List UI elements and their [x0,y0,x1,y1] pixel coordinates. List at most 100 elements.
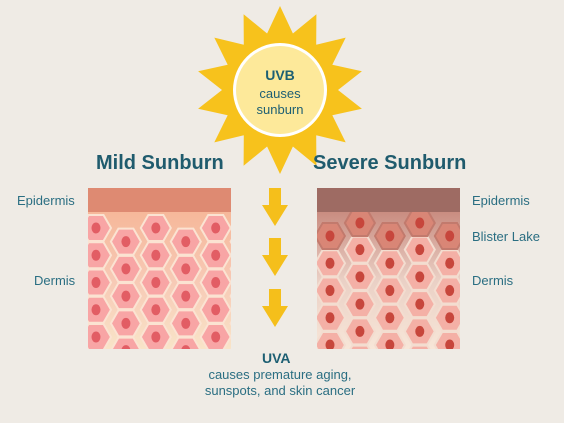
cell-nucleus [211,304,221,316]
cell-nucleus [91,249,101,261]
cell-nucleus [121,236,131,248]
skin-cell [465,346,495,372]
skin-cell [169,227,202,256]
cell-nucleus [151,304,161,316]
cell-nucleus [241,345,250,356]
cell-nucleus [355,325,365,337]
cell-nucleus [91,222,101,234]
skin-cell [343,290,377,319]
cell-nucleus [355,244,365,256]
skin-cell [433,331,460,349]
cell-nucleus [385,284,395,296]
mild-epidermis-label: Epidermis [17,193,75,208]
cell-nucleus [181,317,191,329]
skin-cell [109,227,143,256]
skin-cell [403,262,436,291]
skin-cell [139,295,172,324]
cell-nucleus [415,244,425,256]
cell-nucleus [415,217,425,229]
skin-cell [465,318,495,344]
cell-nucleus [181,345,191,349]
cell-nucleus [475,299,484,310]
skin-cell [373,249,407,278]
cell-nucleus [325,284,335,296]
cell-nucleus [415,380,424,391]
cell-nucleus [241,291,250,302]
cell-nucleus [121,372,130,383]
cell-nucleus [151,249,161,261]
blister-cell [343,212,377,237]
severe-epidermis-label: Epidermis [472,193,530,208]
uva-subtitle-line2: sunspots, and skin cancer [204,383,356,398]
cell-nucleus [121,290,131,302]
skin-cell [435,359,465,385]
sun-icon [198,6,362,174]
skin-cell [141,351,171,377]
mild-epidermis-layer [88,188,231,212]
skin-cell [343,235,377,264]
cell-nucleus [325,257,335,269]
cell-nucleus [355,217,365,229]
cell-nucleus [445,257,455,269]
down-arrow-icon [262,238,288,276]
skin-cell [139,241,172,270]
skin-cell [170,336,202,349]
skin-cell [230,345,250,356]
skin-cell [139,268,172,297]
cell-nucleus [385,230,395,242]
skin-cell [403,235,436,264]
skin-cell [88,295,113,324]
skin-cell [88,214,113,242]
mild-dermis-label: Dermis [34,273,76,288]
skin-cell [433,276,460,305]
cell-nucleus [151,359,160,370]
cell-nucleus [415,298,425,310]
cell-nucleus [151,331,161,343]
skin-cell [199,295,231,324]
skin-cell [465,291,495,317]
cell-nucleus [355,298,365,310]
cell-nucleus [121,317,131,329]
skin-cell [409,344,431,364]
cell-nucleus [475,218,484,229]
skin-cell [199,323,231,349]
cell-nucleus [121,263,131,275]
mild-sunburn-heading: Mild Sunburn [96,152,224,174]
cell-nucleus [211,222,221,234]
cell-nucleus [355,271,365,283]
skin-cell [229,291,250,302]
cell-nucleus [475,380,484,391]
skin-cell [88,323,113,349]
skin-cell [109,254,143,283]
skin-cell [81,351,111,377]
skin-cell [109,282,143,311]
uva-title: UVA [262,350,291,366]
skin-cell [169,282,202,311]
skin-cell [199,268,231,297]
cell-nucleus [241,263,250,274]
cell-nucleus [92,359,101,370]
cell-nucleus [475,244,484,255]
cell-nucleus [415,353,424,364]
blister-cell [403,212,436,237]
cell-nucleus [91,331,101,343]
cell-nucleus [241,236,250,247]
cell-nucleus [445,230,455,242]
skin-cell [317,276,347,305]
skin-cell [317,249,347,278]
cell-nucleus [355,353,364,364]
sun-core [236,46,324,134]
skin-cell [343,317,377,346]
cell-nucleus [325,230,335,242]
blister-lake-label: Blister Lake [472,229,540,244]
cell-nucleus [385,339,395,349]
cell-nucleus [445,339,455,349]
cell-nucleus [415,271,425,283]
uvb-subtitle-line2: sunburn [256,102,304,117]
skin-cell [405,373,435,399]
down-arrow-icon [262,188,288,226]
severe-skin-cross-section [317,188,495,399]
skin-cell [229,236,250,247]
cell-nucleus [445,367,454,378]
skin-cell [465,373,495,399]
